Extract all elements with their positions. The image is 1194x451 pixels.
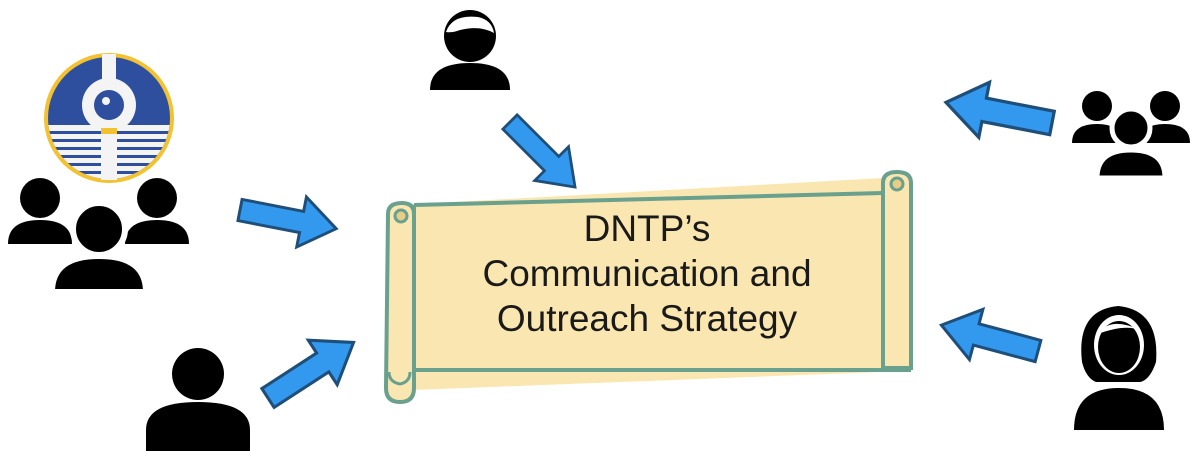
strategy-title-line-2: Communication and [482,253,812,294]
arrow-icon-top-right [939,73,1059,153]
group-icon-right [1072,91,1190,181]
female-person-icon [1074,306,1164,430]
strategy-title-line-3: Outreach Strategy [496,298,798,339]
group-icon-left [8,178,189,295]
strategy-title-line-1: DNTP’s [583,208,711,249]
arrow-icon-top [491,103,594,206]
organization-logo [44,53,174,183]
arrow-icon-bottom-right [933,298,1047,378]
strategy-scroll [383,169,913,405]
person-icon-bottom-left [146,348,250,451]
arrow-icon-bottom-left [252,318,370,422]
person-icon-top [430,10,510,90]
arrow-icon-left [233,183,343,256]
strategy-title: DNTP’s Communication and Outreach Strate… [400,206,894,341]
